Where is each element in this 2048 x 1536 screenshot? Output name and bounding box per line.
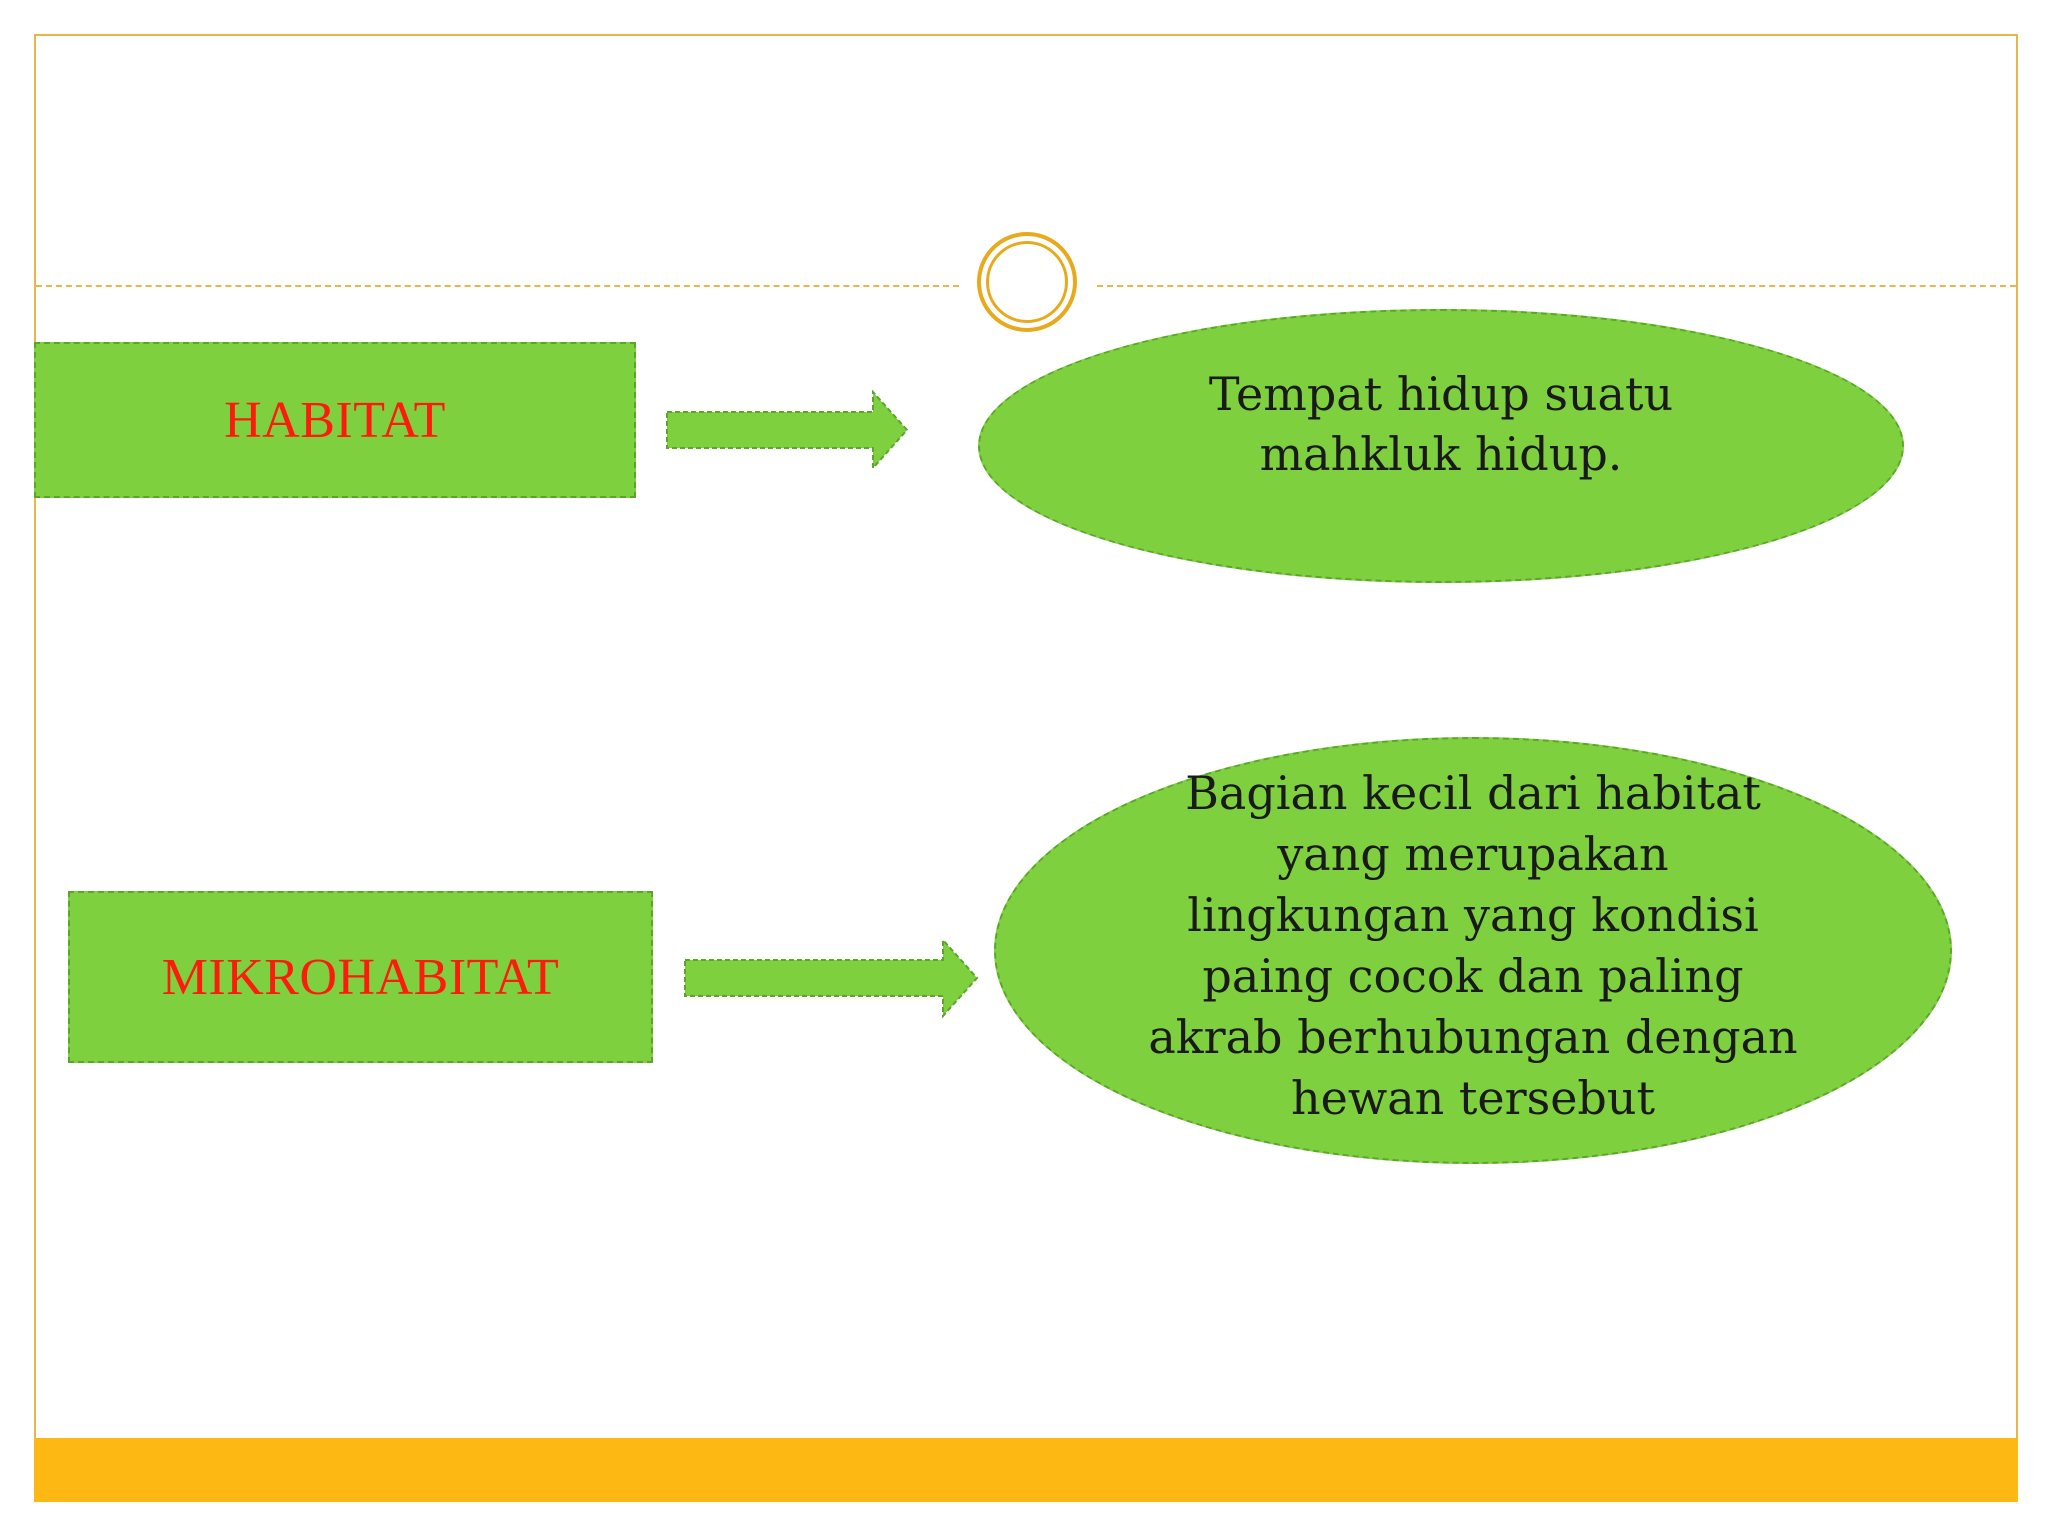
header-divider-left: [36, 285, 959, 287]
header-divider-right: [1097, 285, 2016, 287]
term-box-mikrohabitat: MIKROHABITAT: [68, 891, 653, 1063]
definition-text-mikrohabitat: Bagian kecil dari habitat yang merupakan…: [1148, 765, 1798, 1125]
ring-ornament-icon: [977, 232, 1077, 332]
definition-text-habitat: Tempat hidup suatu mahkluk hidup.: [1208, 367, 1674, 481]
term-label-habitat: HABITAT: [224, 391, 446, 449]
definition-ellipse-mikrohabitat: Bagian kecil dari habitat yang merupakan…: [994, 737, 1952, 1164]
term-label-mikrohabitat: MIKROHABITAT: [161, 948, 560, 1006]
right-arrow-icon: [666, 390, 909, 470]
right-arrow-icon: [684, 938, 979, 1018]
definition-ellipse-habitat: Tempat hidup suatu mahkluk hidup.: [978, 309, 1904, 583]
term-box-habitat: HABITAT: [34, 342, 636, 498]
footer-bar: [34, 1438, 2018, 1502]
